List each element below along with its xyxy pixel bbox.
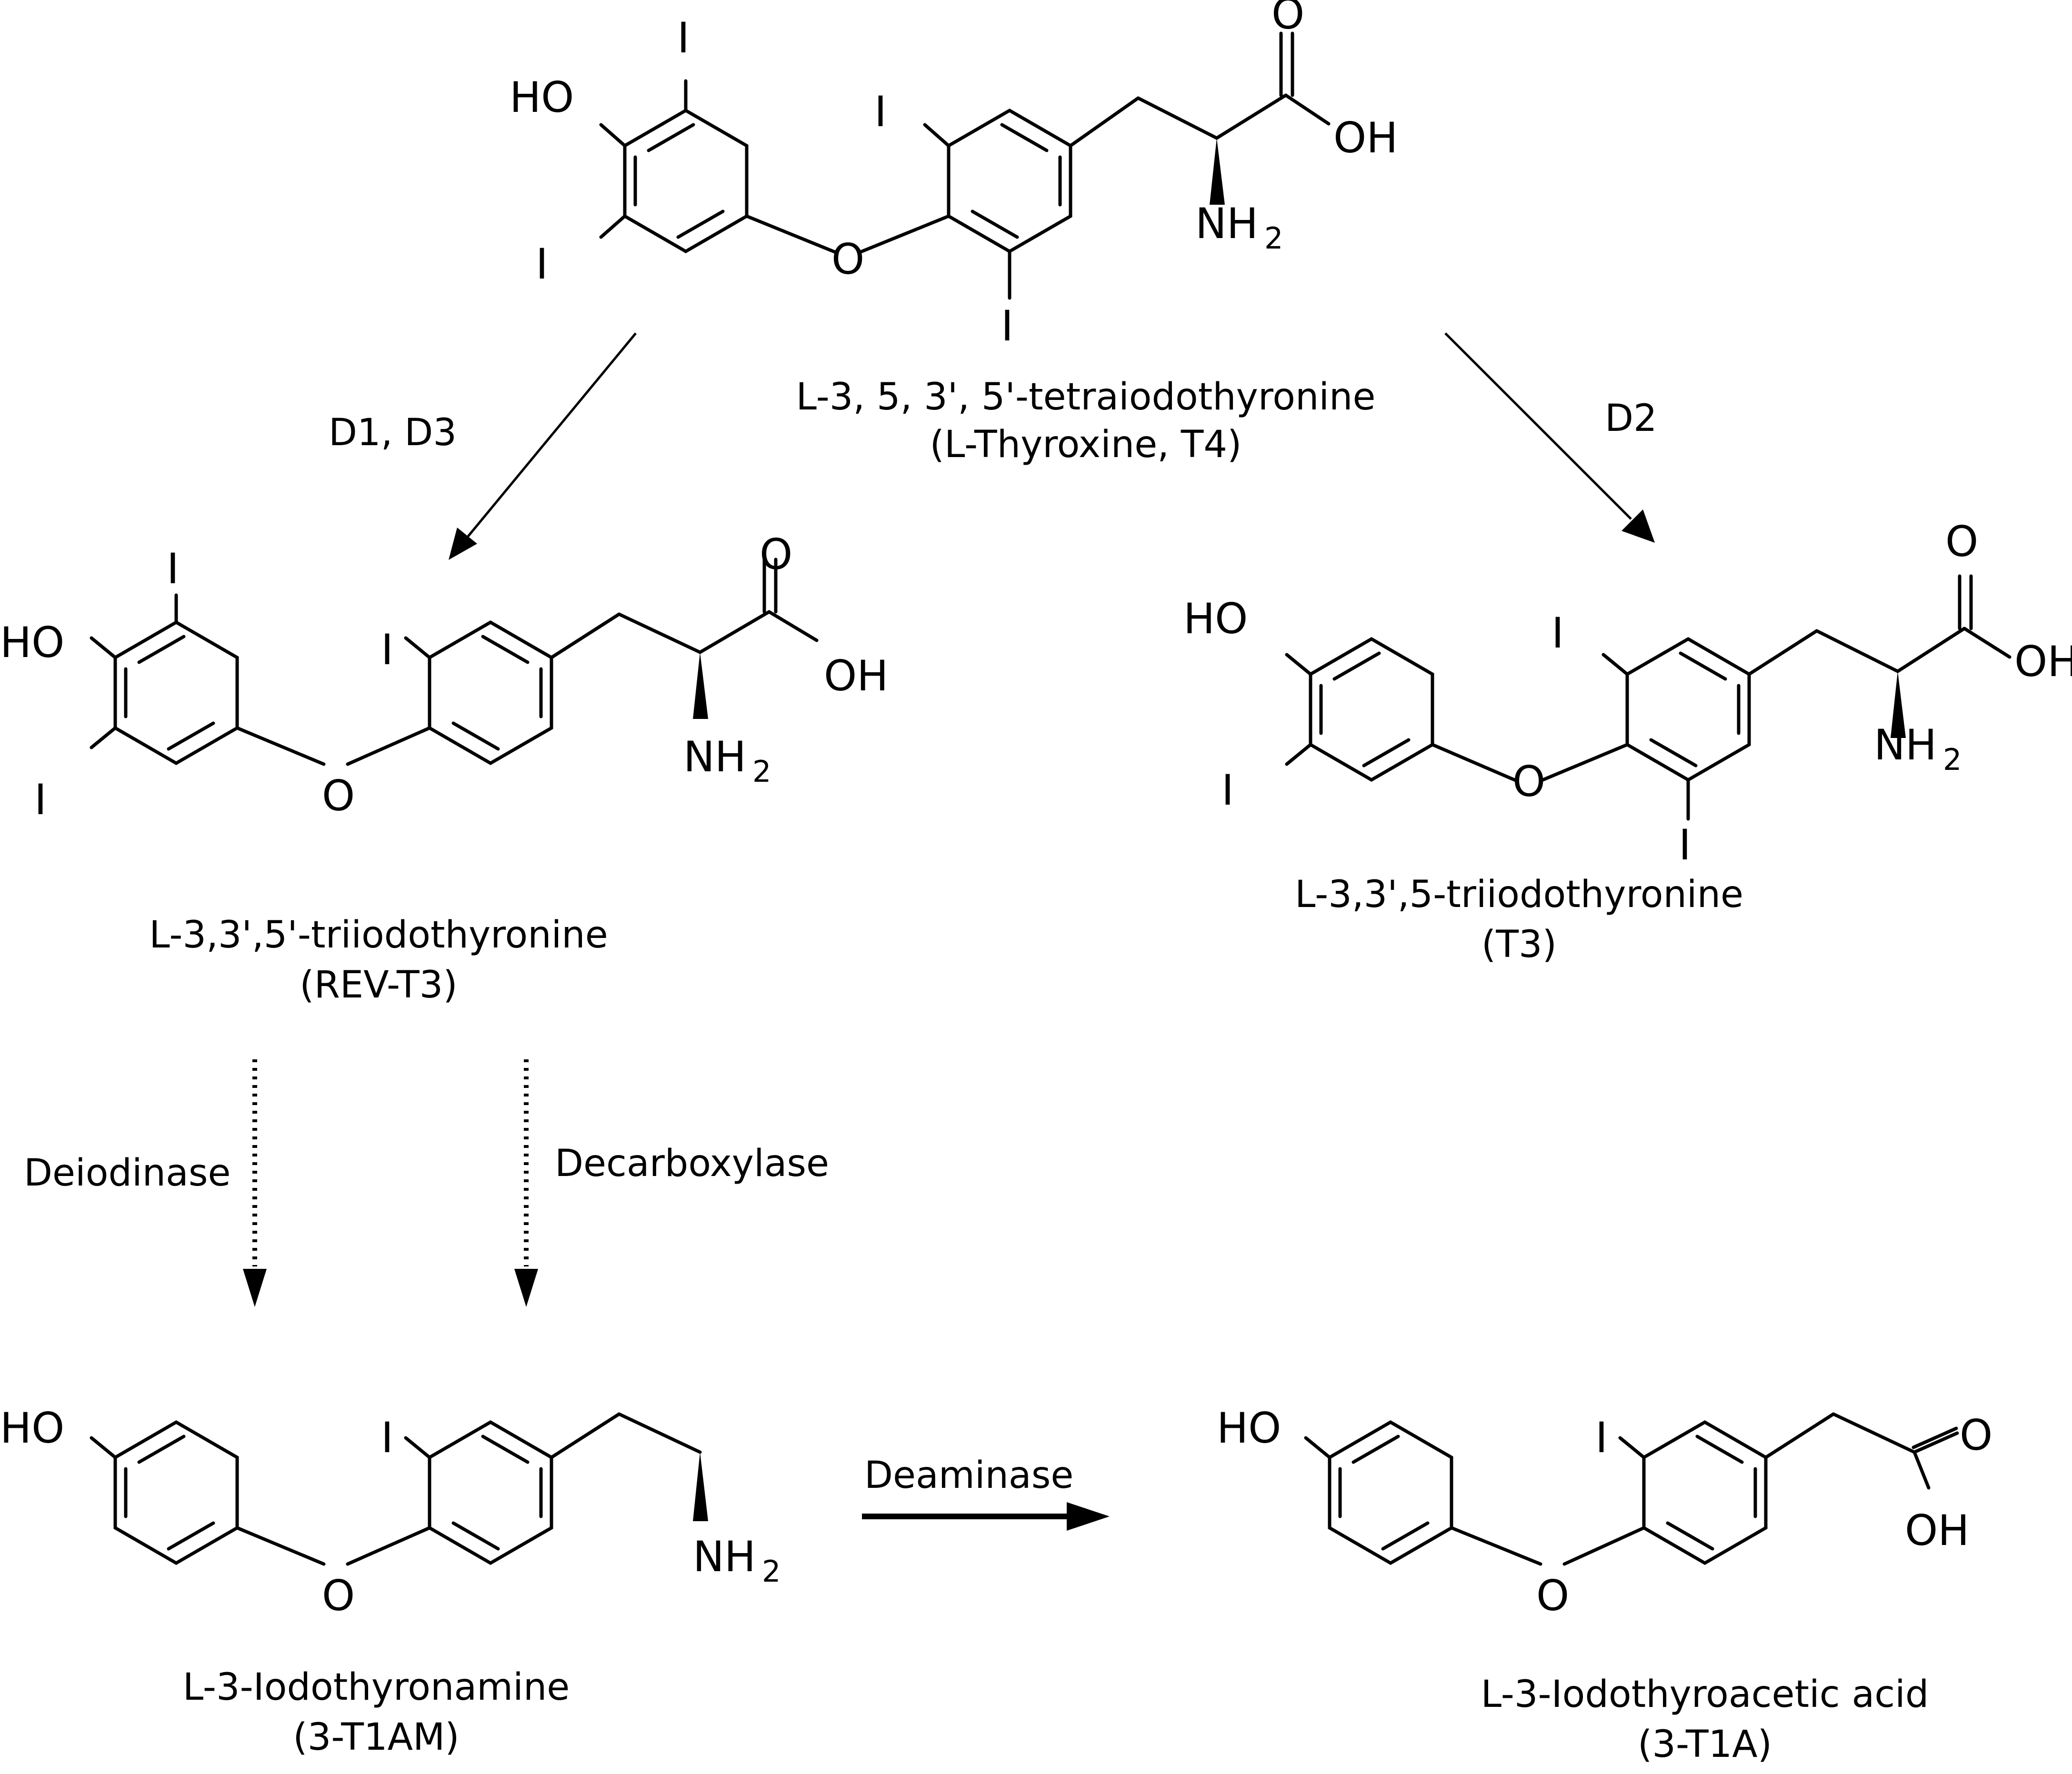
svg-text:2: 2 (1943, 742, 1962, 777)
t1a-structure: HO O I O OH (1217, 1404, 1992, 1620)
t3-name: L-3,3',5-triiodothyronine (1295, 873, 1743, 916)
d2-arrow (1444, 332, 1632, 520)
t4-phenol-ring (625, 110, 747, 251)
deaminase-label: Deaminase (864, 1454, 1073, 1497)
t1am-ether-oxygen: O (322, 1571, 355, 1620)
d1-d3-arrowhead (449, 528, 477, 560)
t1am-tyrosyl-ring (430, 1422, 551, 1563)
rev-t3-iodine-3p: I (167, 544, 179, 593)
svg-text:2: 2 (1264, 221, 1283, 256)
rev-t3-abbrev: (REV-T3) (300, 964, 457, 1007)
t1am-abbrev: (3-T1AM) (293, 1716, 459, 1759)
decarboxylase-label: Decarboxylase (555, 1142, 829, 1185)
t3-abbrev: (T3) (1481, 923, 1557, 966)
rev-t3-ether-oxygen: O (322, 771, 355, 820)
rev-t3-acid-oh: OH (824, 651, 888, 700)
t3-amine: NH (1874, 720, 1937, 769)
t4-iodine-3p: I (677, 13, 690, 62)
d1-d3-label: D1, D3 (329, 411, 457, 454)
t3-iodine-5: I (1679, 820, 1691, 869)
d2-arrowhead (1622, 509, 1655, 543)
t3-phenol-ring (1311, 639, 1432, 780)
svg-text:2: 2 (752, 754, 771, 789)
t1a-ether-oxygen: O (1536, 1571, 1569, 1620)
t3-hydroxyl: HO (1183, 594, 1248, 643)
t1a-acid-oh: OH (1905, 1506, 1969, 1555)
t4-iodine-5p: I (536, 239, 548, 289)
t3-tyrosyl-ring (1627, 639, 1749, 780)
t1a-acid-o: O (1960, 1411, 1992, 1460)
deaminase-arrowhead (1067, 1502, 1110, 1531)
t1a-hydroxyl: HO (1217, 1404, 1281, 1453)
t1a-phenol-ring (1330, 1422, 1451, 1563)
t4-iodine-3: I (874, 87, 887, 136)
t4-tyrosyl-ring (949, 110, 1071, 251)
t1am-amine: NH (693, 1532, 756, 1581)
rev-t3-iodine-5p: I (34, 775, 47, 824)
decarboxylase-arrowhead (514, 1269, 538, 1307)
t4-acid-o: O (1271, 0, 1304, 39)
d1-d3-arrow (466, 332, 637, 539)
t1a-tyrosyl-ring (1644, 1422, 1766, 1563)
rev-t3-tyrosyl-ring (430, 622, 551, 763)
t1am-hydroxyl: HO (0, 1404, 64, 1453)
t3-iodine-3p: I (1221, 766, 1234, 815)
rev-t3-acid-o: O (760, 530, 792, 579)
rev-t3-iodine-3: I (381, 625, 393, 674)
d2-label: D2 (1605, 397, 1657, 440)
t4-name: L-3, 5, 3', 5'-tetraiodothyronine (796, 376, 1376, 419)
t1am-phenol-ring (115, 1422, 237, 1563)
t4-iodine-5: I (1001, 301, 1013, 350)
t1a-name: L-3-Iodothyroacetic acid (1481, 1673, 1929, 1716)
t4-ether-oxygen: O (831, 235, 864, 284)
deiodinase-label: Deiodinase (24, 1152, 230, 1195)
t4-hydroxyl: HO (510, 73, 574, 122)
t1am-iodine-3: I (381, 1413, 393, 1462)
rev-t3-hydroxyl: HO (0, 618, 64, 667)
t4-acid-oh: OH (1333, 113, 1398, 162)
t1a-abbrev: (3-T1A) (1638, 1723, 1772, 1766)
rev-t3-phenol-ring (115, 622, 237, 763)
rev-t3-amine: NH (683, 732, 746, 781)
deiodinase-arrowhead (243, 1269, 267, 1307)
svg-text:2: 2 (762, 1554, 781, 1589)
t3-ether-oxygen: O (1512, 757, 1545, 806)
t3-acid-oh: OH (2014, 637, 2072, 686)
t1am-name: L-3-Iodothyronamine (183, 1666, 570, 1709)
t3-acid-o: O (1945, 517, 1978, 566)
t3-iodine-3: I (1551, 608, 1564, 658)
t4-abbrev: (L-Thyroxine, T4) (930, 423, 1242, 466)
rev-t3-name: L-3,3',5'-triiodothyronine (149, 914, 608, 957)
t1a-iodine-3: I (1595, 1413, 1608, 1462)
t4-amine: NH (1195, 199, 1258, 248)
